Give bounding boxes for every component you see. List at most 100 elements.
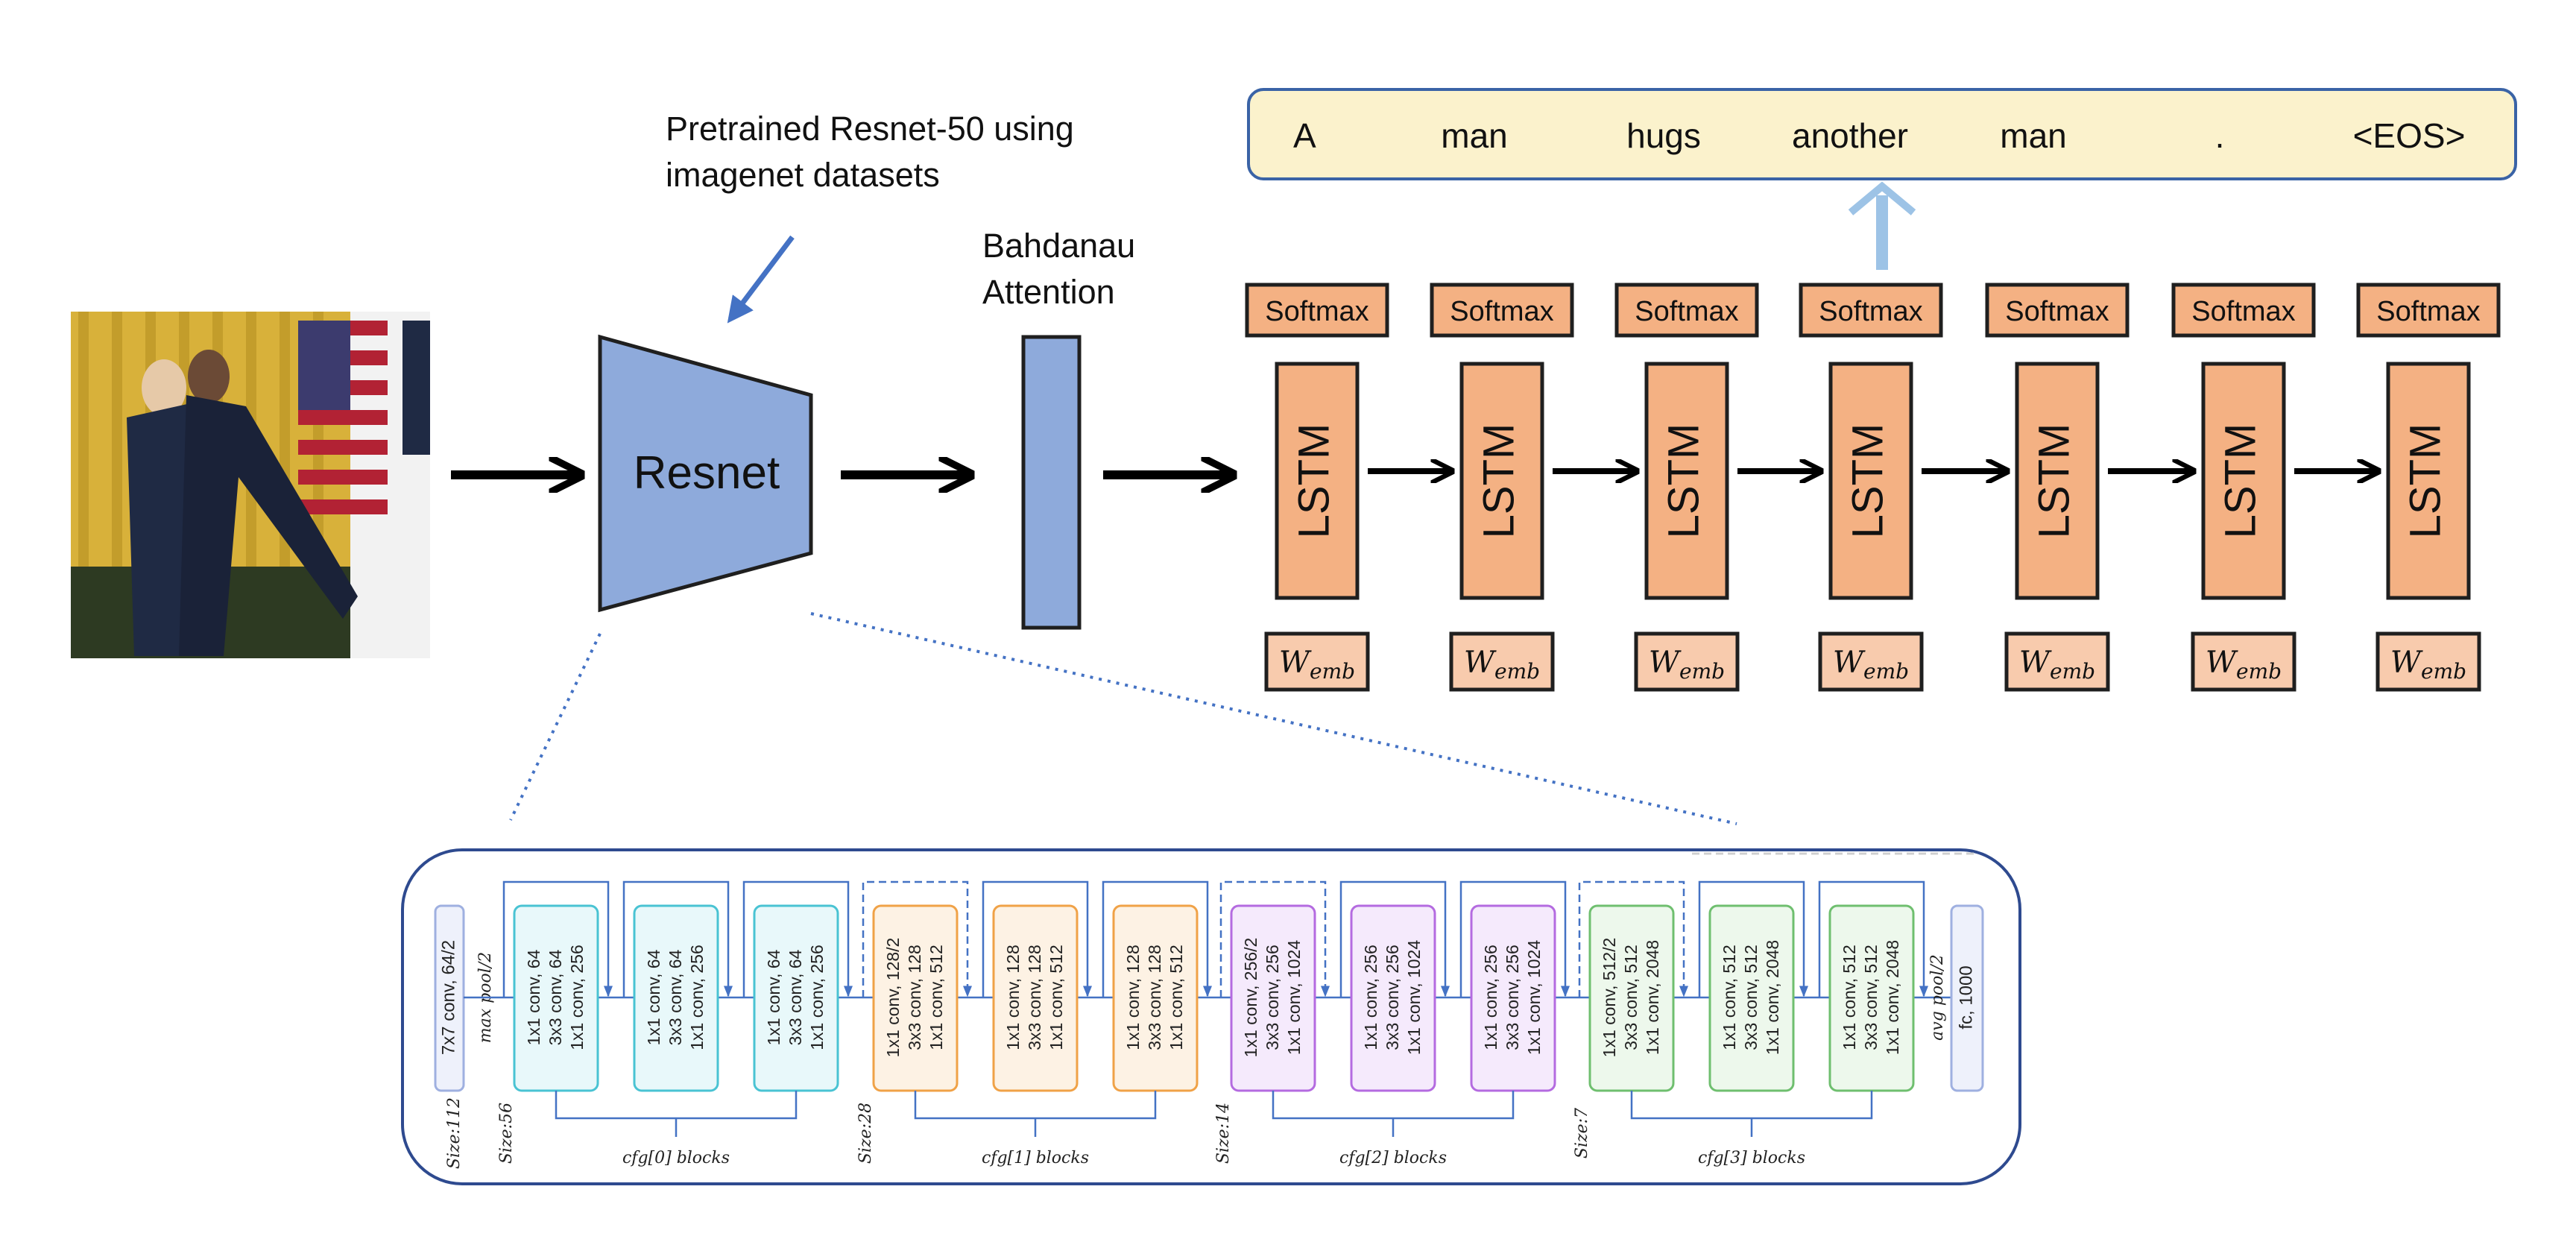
conv-layer-label: 1x1 conv, 512/2	[1600, 938, 1619, 1058]
conv-layer-label: 1x1 conv, 256	[567, 945, 587, 1050]
softmax-box	[1245, 283, 1389, 338]
softmax-label: Softmax	[2005, 296, 2109, 327]
first-conv-label: 7x7 conv, 64/2	[438, 940, 458, 1055]
conv-layer-label: 1x1 conv, 128	[1123, 945, 1143, 1050]
caption-word: A	[1293, 116, 1316, 155]
bottleneck-block	[1708, 904, 1795, 1092]
zoom-line-right	[810, 612, 1737, 825]
conv-layer-label: 1x1 conv, 2048	[1883, 940, 1902, 1055]
conv-layer-label: 1x1 conv, 512	[1720, 945, 1739, 1050]
caption-word: man	[2000, 116, 2066, 155]
softmax-label: Softmax	[2191, 296, 2295, 327]
embedding-label: Wemb	[1833, 646, 1909, 684]
size-label: Size:28	[856, 1103, 875, 1164]
conv-layer-label: 3x3 conv, 128	[1025, 945, 1044, 1050]
conv-layer-label: 1x1 conv, 512	[1046, 945, 1066, 1050]
embedding-box	[1264, 631, 1370, 692]
attention-label-line1: Bahdanau	[982, 227, 1135, 265]
lstm-box	[2015, 362, 2100, 600]
conv-layer-label: 1x1 conv, 256	[687, 945, 707, 1050]
embedding-label: Wemb	[2019, 646, 2095, 684]
resnet-note-line1: Pretrained Resnet-50 using	[666, 110, 1074, 148]
avg-pool-label: avg pool/2	[1928, 954, 1947, 1041]
conv-layer-label: 3x3 conv, 128	[905, 945, 924, 1050]
embedding-box	[1818, 631, 1924, 692]
embedding-label: Wemb	[2390, 646, 2466, 684]
conv-layer-label: 1x1 conv, 256	[807, 945, 827, 1050]
conv-layer-label: 1x1 conv, 128/2	[883, 938, 903, 1058]
cfg-label: cfg[1] blocks	[982, 1149, 1089, 1167]
lstm-label: LSTM	[1289, 423, 1338, 539]
attention-label-line2: Attention	[982, 273, 1115, 311]
photo-image	[71, 312, 430, 658]
conv-layer-label: 1x1 conv, 512	[1167, 945, 1186, 1050]
embedding-label: Wemb	[1279, 646, 1355, 684]
resnet-block	[598, 334, 813, 613]
conv-layer-label: 3x3 conv, 256	[1503, 945, 1522, 1050]
size-label: Size:14	[1214, 1103, 1233, 1164]
conv-layer-label: 3x3 conv, 512	[1621, 945, 1641, 1050]
conv-layer-label: 1x1 conv, 512	[926, 945, 946, 1050]
conv-layer-label: 1x1 conv, 1024	[1284, 940, 1304, 1056]
bottleneck-block	[633, 904, 719, 1092]
softmax-label: Softmax	[1819, 296, 1922, 327]
conv-layer-label: 1x1 conv, 64	[764, 949, 783, 1045]
lstm-box	[2201, 362, 2286, 600]
caption-word: another	[1792, 116, 1908, 155]
embedding-box	[2191, 631, 2296, 692]
softmax-box	[1430, 283, 1574, 338]
softmax-box	[1614, 283, 1759, 338]
conv-layer-label: 3x3 conv, 256	[1263, 945, 1282, 1050]
cfg-label: cfg[3] blocks	[1698, 1149, 1805, 1167]
caption-word: man	[1441, 116, 1507, 155]
conv-layer-label: 1x1 conv, 1024	[1404, 940, 1424, 1056]
conv-layer-label: 3x3 conv, 64	[786, 949, 805, 1045]
lstm-label: LSTM	[2216, 423, 2264, 539]
fc-block	[1950, 904, 1984, 1092]
conv-layer-label: 1x1 conv, 256	[1481, 945, 1500, 1050]
fc-label: fc, 1000	[1956, 965, 1976, 1029]
lstm-label: LSTM	[2030, 423, 2078, 539]
embedding-box	[2375, 631, 2481, 692]
conv-layer-label: 1x1 conv, 1024	[1524, 940, 1544, 1056]
softmax-label: Softmax	[1265, 296, 1368, 327]
conv-layer-label: 1x1 conv, 256/2	[1241, 938, 1260, 1058]
cfg-label: cfg[2] blocks	[1339, 1149, 1447, 1167]
lstm-label: LSTM	[1843, 423, 1892, 539]
attention-block	[1021, 335, 1082, 630]
embedding-box	[1449, 631, 1555, 692]
lstm-box	[1275, 362, 1360, 600]
conv-layer-label: 3x3 conv, 256	[1383, 945, 1402, 1050]
conv-layer-label: 1x1 conv, 512	[1840, 945, 1859, 1050]
zoom-line-left	[509, 633, 602, 821]
embedding-box	[1634, 631, 1740, 692]
softmax-box	[2171, 283, 2316, 338]
lstm-box	[2386, 362, 2471, 600]
pretrained-arrow	[727, 235, 795, 324]
conv-layer-label: 3x3 conv, 512	[1741, 945, 1761, 1050]
cfg-label: cfg[0] blocks	[622, 1149, 730, 1167]
softmax-box	[1799, 283, 1943, 338]
embedding-label: Wemb	[1464, 646, 1540, 684]
conv-layer-label: 1x1 conv, 64	[524, 949, 543, 1045]
conv-layer-label: 3x3 conv, 64	[666, 949, 685, 1045]
lstm-box	[1459, 362, 1544, 600]
bottleneck-block	[992, 904, 1079, 1092]
bottleneck-block	[1350, 904, 1436, 1092]
conv-layer-label: 1x1 conv, 64	[644, 949, 663, 1045]
caption-word: <EOS>	[2353, 116, 2466, 155]
softmax-box	[2356, 283, 2501, 338]
conv-layer-label: 1x1 conv, 2048	[1643, 940, 1662, 1055]
embedding-label: Wemb	[1649, 646, 1725, 684]
size-label: Size:56	[497, 1103, 516, 1164]
softmax-label: Softmax	[1450, 296, 1553, 327]
lstm-label: LSTM	[2401, 423, 2449, 539]
conv-layer-label: 1x1 conv, 256	[1361, 945, 1380, 1050]
lstm-label: LSTM	[1659, 423, 1708, 539]
conv-layer-label: 1x1 conv, 2048	[1763, 940, 1782, 1055]
softmax-box	[1985, 283, 2130, 338]
